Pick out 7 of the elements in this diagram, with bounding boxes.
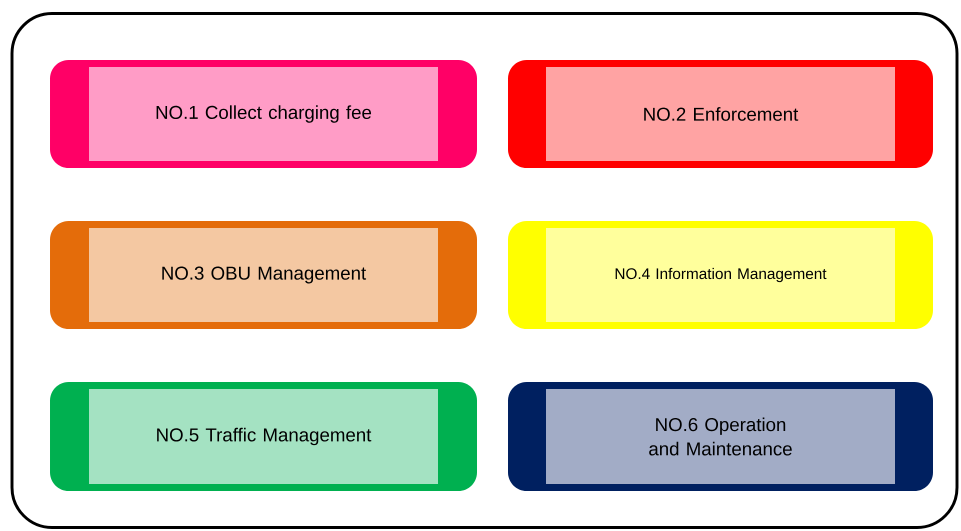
- process-box: NO.3 OBU Management: [50, 221, 477, 329]
- process-box: NO.6 Operation and Maintenance: [508, 382, 933, 491]
- process-box: NO.2 Enforcement: [508, 60, 933, 168]
- process-box: NO.1 Collect charging fee: [50, 60, 477, 168]
- frame-box: [10, 12, 958, 529]
- process-box: NO.5 Traffic Management: [50, 382, 477, 491]
- process-box: NO.4 Information Management: [508, 221, 933, 329]
